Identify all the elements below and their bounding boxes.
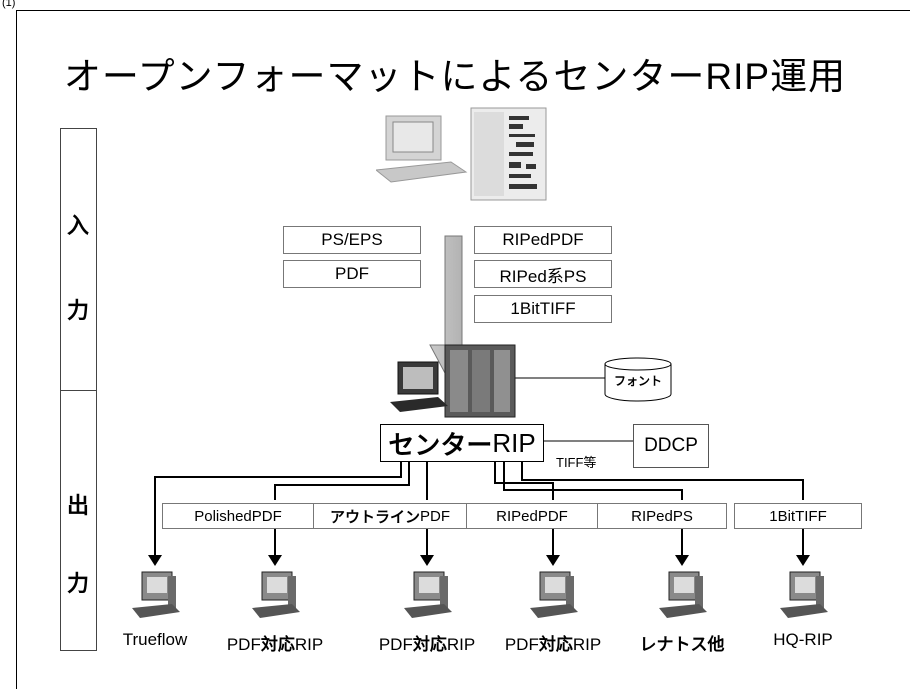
output-label-char1: 出 — [67, 493, 90, 518]
tiff-label: TIFF等 — [556, 455, 597, 470]
device-label-post: RIP — [294, 635, 324, 654]
workstation-icon — [376, 107, 547, 201]
input-format-box: 1BitTIFF — [474, 295, 612, 323]
slide-title: オープンフォーマットによるセンターRIP運用 — [63, 56, 847, 97]
output-format-text: PDF — [420, 507, 450, 525]
device-label: PDF対応RIP — [483, 630, 623, 655]
device-label-pre: Trueflow — [122, 630, 188, 649]
input-format-box: RIPedPDF — [474, 226, 612, 254]
corner-label: (1) — [2, 0, 16, 9]
ddcp-box: DDCP — [633, 424, 709, 468]
input-format-box: RIPed系PS — [474, 260, 612, 288]
font-database-label: フォント — [613, 374, 662, 388]
output-format-box: PolishedPDF — [162, 503, 314, 529]
output-format-bold: アウトライン — [329, 508, 420, 526]
output-format-box: RIPedPS — [597, 503, 727, 529]
center-rip-bold: センター — [388, 429, 493, 460]
pc-icon — [404, 571, 452, 618]
font-database-icon — [604, 357, 672, 402]
output-format-box: RIPedPDF — [466, 503, 598, 529]
device-label-bold: 対応 — [538, 635, 573, 654]
pc-icon — [659, 571, 707, 618]
pc-icon — [132, 571, 180, 618]
input-label-char2: 力 — [67, 298, 90, 323]
device-label-pre: PDF — [504, 635, 539, 654]
output-label-char2: 力 — [67, 571, 90, 596]
input-format-box: PS/EPS — [283, 226, 421, 254]
device-label-post: RIP — [446, 635, 476, 654]
input-format-box: PDF — [283, 260, 421, 288]
device-label-pre: HQ-RIP — [773, 630, 833, 649]
device-label-pre: PDF — [226, 635, 261, 654]
device-label-bold: 対応 — [412, 635, 447, 654]
pc-icon — [530, 571, 578, 618]
output-format-box: 1BitTIFF — [734, 503, 862, 529]
device-label-pre: PDF — [378, 635, 413, 654]
device-label: PDF対応RIP — [205, 630, 345, 655]
pc-icon — [252, 571, 300, 618]
rip-server-icon — [390, 344, 516, 418]
side-divider — [60, 390, 97, 391]
device-label-bold: レナトス他 — [639, 635, 725, 654]
input-label-char1: 入 — [67, 213, 90, 238]
center-rip-text: RIP — [492, 427, 536, 458]
device-label-bold: 対応 — [260, 635, 295, 654]
device-label: PDF対応RIP — [357, 630, 497, 655]
output-format-text: PolishedPDF — [194, 507, 282, 525]
device-label: レナトス他 — [612, 630, 752, 655]
slide-frame-top — [16, 10, 910, 11]
output-format-text: 1BitTIFF — [769, 507, 827, 525]
device-label-post: RIP — [572, 635, 602, 654]
device-label: HQ-RIP — [733, 630, 873, 650]
pc-icon — [780, 571, 828, 618]
output-format-text: RIPedPS — [631, 507, 693, 525]
side-column — [60, 128, 97, 651]
output-format-text: RIPedPDF — [496, 507, 568, 525]
slide-frame-left — [16, 10, 17, 689]
device-label: Trueflow — [85, 630, 225, 650]
